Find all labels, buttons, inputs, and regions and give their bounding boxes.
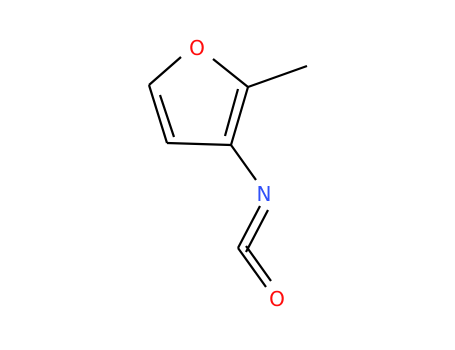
bond-c5-o1 <box>212 58 249 88</box>
bond-c-o-inner <box>245 245 272 282</box>
bond-c-o <box>237 247 267 288</box>
bond-c2-c3-inner <box>158 94 176 138</box>
bond-n-c-inner <box>245 209 269 253</box>
bond-c4-c5 <box>229 86 250 146</box>
bond-c2-c3 <box>147 84 169 144</box>
bond-c3-c4 <box>166 141 232 147</box>
bond-c4-n <box>230 144 257 181</box>
carbonyl-oxygen-label: O <box>269 287 285 311</box>
ring-oxygen-label: O <box>189 36 205 60</box>
bond-n-c <box>237 205 261 249</box>
bond-c4-c5-inner <box>223 88 240 137</box>
nitrogen-label: N <box>257 182 272 206</box>
bond-o1-c2 <box>148 56 182 86</box>
bond-c5-methyl <box>247 64 308 89</box>
